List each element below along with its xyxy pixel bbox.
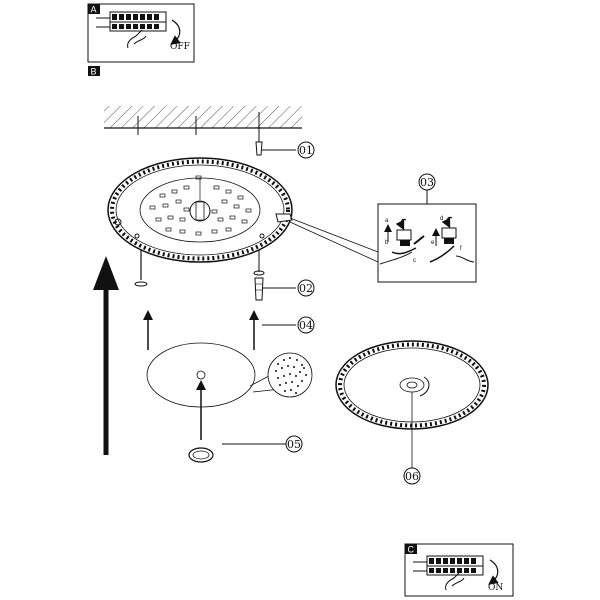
ceiling	[104, 106, 302, 150]
svg-text:03: 03	[420, 176, 434, 189]
large-up-arrow	[93, 256, 119, 455]
svg-text:06: 06	[405, 470, 419, 483]
panel-c-caption: ON	[488, 583, 503, 593]
rotate-arrow-icon	[170, 19, 181, 45]
callout-05: 05	[285, 435, 303, 453]
diffuser-texture-detail	[267, 352, 313, 398]
ceiling-fixture-base	[107, 157, 293, 263]
arrows-up	[143, 310, 296, 350]
svg-text:c: c	[413, 258, 416, 264]
svg-text:b: b	[385, 240, 389, 246]
panel-a: A OFF	[87, 3, 195, 63]
assembled-fixture-06	[335, 340, 489, 468]
wire-connector-left	[379, 218, 425, 265]
svg-text:04: 04	[299, 319, 313, 332]
panel-c: C ON	[404, 543, 514, 597]
svg-text:f: f	[460, 246, 462, 252]
hand-icon-c	[445, 571, 465, 591]
terminal-block-c	[413, 555, 484, 576]
screw-left	[134, 250, 148, 287]
callout-02: 02	[297, 279, 315, 297]
leader-03	[289, 217, 379, 263]
ring-05	[188, 443, 286, 463]
panel-b-tag: B	[91, 67, 97, 77]
panel-a-tag: A	[91, 5, 97, 15]
callout-03: 03	[418, 173, 436, 191]
rotate-arrow-icon-c	[488, 559, 499, 585]
svg-text:e: e	[431, 240, 435, 246]
panel-c-tag: C	[408, 545, 415, 555]
screw-anchor-02	[253, 250, 296, 301]
svg-text:05: 05	[287, 438, 301, 451]
svg-text:d: d	[440, 216, 443, 222]
detail-03: a b c d e f	[377, 190, 477, 283]
svg-text:01: 01	[299, 144, 313, 157]
svg-text:a: a	[385, 218, 389, 224]
terminal-block-a	[96, 11, 167, 32]
callout-01: 01	[297, 141, 315, 159]
callout-04: 04	[297, 316, 315, 334]
screw-01	[255, 141, 296, 156]
callout-06: 06	[403, 467, 421, 485]
diffuser-plate	[146, 342, 291, 440]
hand-icon	[127, 29, 147, 49]
wire-connector-right	[429, 216, 475, 263]
svg-text:02: 02	[299, 282, 313, 295]
panel-b: B	[88, 66, 100, 77]
panel-a-caption: OFF	[170, 42, 190, 52]
